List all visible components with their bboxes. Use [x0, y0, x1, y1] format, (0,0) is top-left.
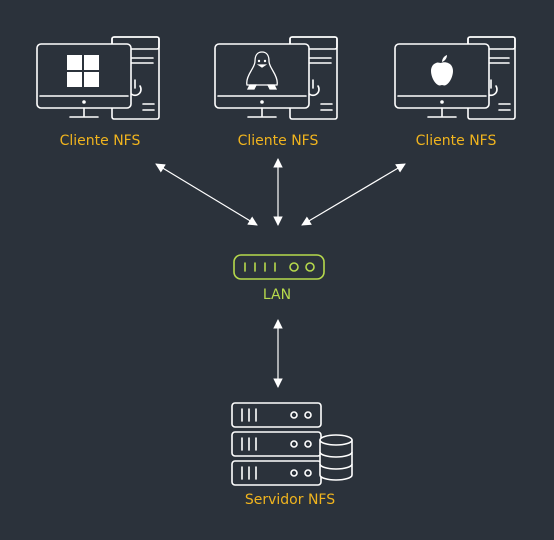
database-icon — [319, 434, 353, 481]
connector-client-apple-lan — [301, 163, 406, 226]
client-apple — [394, 36, 516, 120]
server-label: Servidor NFS — [244, 492, 336, 508]
lan-switch-icon — [233, 254, 325, 280]
tower-icon — [111, 36, 160, 120]
client-windows — [36, 36, 160, 120]
connector-client-windows-lan — [155, 163, 258, 226]
client-label-windows: Cliente NFS — [59, 133, 141, 149]
client-label-apple: Cliente NFS — [415, 133, 497, 149]
client-linux — [214, 36, 338, 120]
client-label-linux: Cliente NFS — [237, 133, 319, 149]
server-icon — [231, 402, 322, 486]
windows-icon — [67, 55, 99, 87]
lan-label: LAN — [262, 287, 292, 303]
linux-tux-icon — [246, 51, 278, 90]
apple-icon — [431, 55, 453, 86]
monitor-icon — [214, 43, 310, 118]
